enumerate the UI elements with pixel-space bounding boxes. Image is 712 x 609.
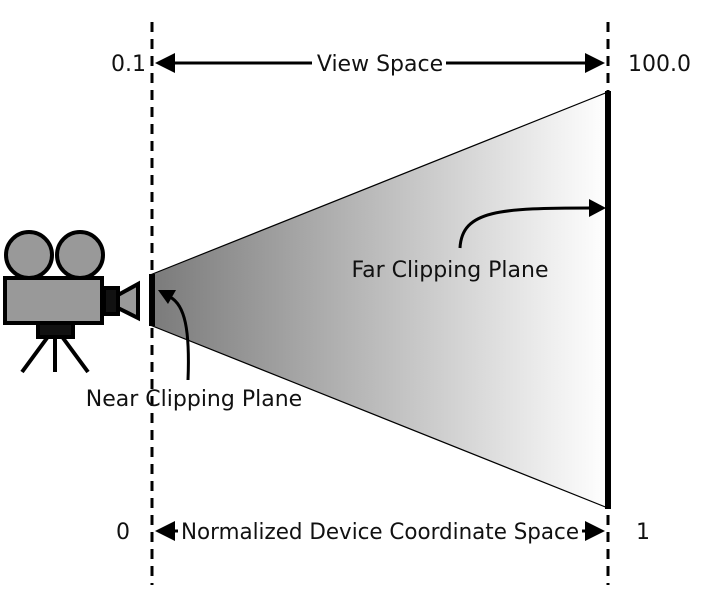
view-space-label: View Space xyxy=(317,52,443,77)
ndc-near-value: 0 xyxy=(116,520,130,545)
ndc-space-label: Normalized Device Coordinate Space xyxy=(181,520,579,545)
view-space-near-value: 0.1 xyxy=(111,52,146,77)
far-plane-pointer-arrow xyxy=(458,199,606,249)
view-frustum xyxy=(149,91,609,509)
near-plane-pointer-arrow xyxy=(158,290,190,381)
near-plane-label: Near Clipping Plane xyxy=(86,387,302,412)
ndc-far-value: 1 xyxy=(636,520,650,545)
far-plane-label: Far Clipping Plane xyxy=(351,258,548,283)
ndc-space-arrow xyxy=(155,521,605,541)
camera-icon xyxy=(3,230,140,374)
view-space-far-value: 100.0 xyxy=(628,52,691,77)
view-space-arrow xyxy=(155,53,605,73)
